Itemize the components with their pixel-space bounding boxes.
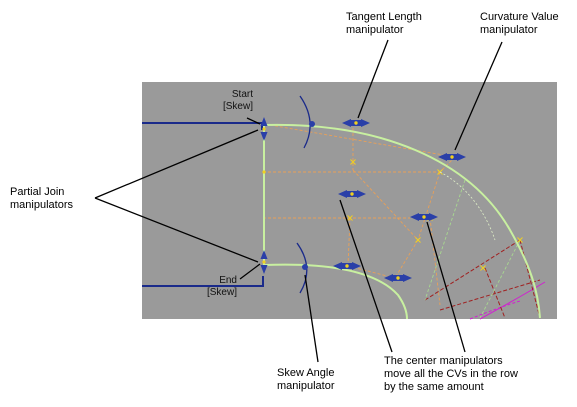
label-line: by the same amount — [384, 381, 484, 393]
label-line: manipulators — [10, 199, 73, 211]
boundary-curves — [263, 123, 541, 320]
label-center-manipulators: The center manipulators move all the CVs… — [384, 355, 518, 394]
dark-red-hull — [424, 239, 541, 319]
label-line: manipulator — [277, 380, 335, 392]
label-line: Start — [231, 89, 253, 100]
label-line: [Skew] — [222, 101, 253, 112]
label-line: move all the CVs in the row — [384, 368, 518, 380]
magenta-curve — [469, 281, 546, 320]
label-partial-join: Partial Join manipulators — [10, 186, 73, 212]
label-line: Tangent Length — [346, 11, 422, 23]
label-line: Partial Join — [10, 186, 65, 198]
label-start-skew: Start [Skew] — [203, 89, 253, 113]
label-line: End — [219, 275, 237, 286]
label-end-skew: End [Skew] — [187, 275, 237, 299]
cv-hull-greenish — [424, 179, 521, 319]
label-skew-angle: Skew Angle manipulator — [277, 367, 334, 393]
label-line: manipulator — [480, 24, 538, 36]
label-tangent-length: Tangent Length manipulator — [346, 11, 422, 37]
iso-curves — [439, 171, 496, 241]
label-line: [Skew] — [206, 287, 237, 298]
skew-angle-handle-top[interactable] — [309, 121, 315, 127]
label-curvature-value: Curvature Value manipulator — [480, 11, 559, 37]
label-line: Curvature Value — [480, 11, 559, 23]
callout-lines — [94, 39, 503, 363]
label-line: Skew Angle — [277, 367, 335, 379]
label-line: manipulator — [346, 24, 404, 36]
partial-join-marker — [262, 170, 266, 174]
label-line: The center manipulators — [384, 355, 503, 367]
skew-angle-handle-bottom[interactable] — [302, 264, 308, 270]
